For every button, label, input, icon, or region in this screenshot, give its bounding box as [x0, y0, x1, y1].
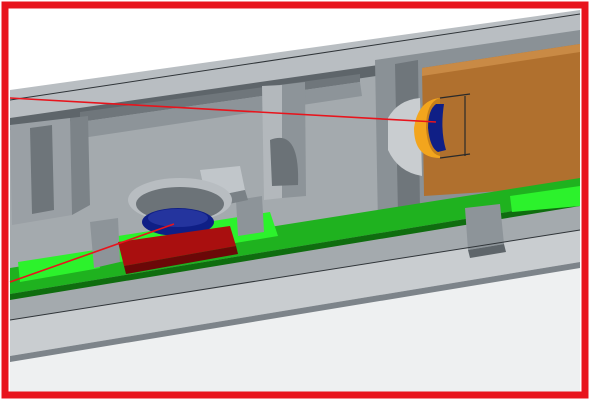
post-curved-cutout: [270, 137, 299, 186]
left-bracket-slot: [30, 125, 54, 214]
cell-wall-left: [90, 218, 120, 268]
battery-contact: [428, 104, 446, 152]
battery-body: [422, 44, 580, 196]
housing-bottom-wall: [10, 228, 580, 356]
callout-line-button-cell: [9, 223, 175, 283]
pcb-pad-right: [510, 186, 580, 212]
outline-top: [9, 13, 581, 101]
callout-line-battery-contact: [9, 97, 437, 123]
button-cell-top: [148, 209, 208, 227]
outline-lower: [9, 229, 581, 321]
battery-seat: [388, 98, 422, 176]
battery-terminal-top: [439, 93, 471, 99]
right-foot-edge: [468, 244, 506, 258]
housing-top-rail: [10, 10, 580, 122]
cell-wall-right: [236, 196, 264, 236]
left-bracket-side: [70, 116, 90, 215]
red-component: [118, 226, 236, 266]
housing-bottom-edge: [10, 262, 580, 362]
right-foot: [465, 204, 504, 250]
red-component-side: [124, 246, 238, 274]
battery-body-highlight: [422, 44, 580, 76]
pcb-strip-edge: [10, 200, 580, 300]
